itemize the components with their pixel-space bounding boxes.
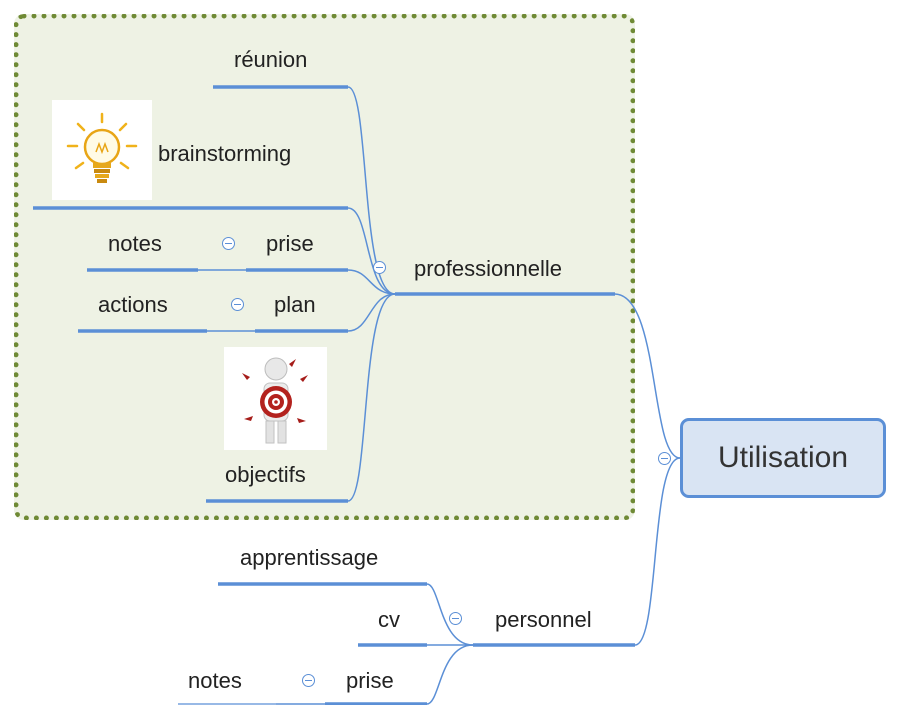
collapse-professionnelle-icon[interactable] — [373, 261, 386, 274]
topic-notes-perso[interactable]: notes — [188, 668, 242, 693]
topic-professionnelle[interactable]: professionnelle — [414, 256, 562, 281]
connector-central-professionnelle — [614, 293, 681, 459]
topic-objectifs[interactable]: objectifs — [225, 462, 306, 487]
connector-pro-objectifs — [347, 293, 396, 502]
central-topic-label: Utilisation — [717, 441, 849, 474]
topic-reunion[interactable]: réunion — [234, 47, 308, 72]
connector-pro-reunion — [347, 86, 396, 295]
topic-prise[interactable]: prise — [266, 231, 314, 256]
topic-cv[interactable]: cv — [378, 607, 400, 632]
topic-personnel[interactable]: personnel — [495, 607, 592, 632]
lightbulb-icon — [52, 100, 152, 200]
target-person-icon — [224, 347, 327, 450]
collapse-prise-perso-icon[interactable] — [302, 674, 315, 687]
collapse-plan-icon[interactable] — [231, 298, 244, 311]
connector-pro-plan — [347, 293, 396, 332]
central-topic[interactable]: Utilisation — [680, 418, 886, 498]
collapse-personnel-icon[interactable] — [449, 612, 462, 625]
collapse-central-icon[interactable] — [658, 452, 671, 465]
connector-pro-prise — [347, 269, 396, 295]
topic-brainstorming[interactable]: brainstorming — [158, 141, 292, 166]
topic-prise-perso[interactable]: prise — [346, 668, 394, 693]
topic-plan[interactable]: plan — [274, 292, 316, 317]
topic-notes[interactable]: notes — [108, 231, 162, 256]
connector-perso-apprentissage — [426, 583, 474, 646]
topic-actions[interactable]: actions — [98, 292, 168, 317]
connector-central-personnel — [634, 457, 681, 646]
collapse-prise-icon[interactable] — [222, 237, 235, 250]
connector-perso-prise — [426, 644, 474, 705]
connector-pro-brainstorming — [347, 207, 396, 295]
topic-apprentissage[interactable]: apprentissage — [240, 545, 379, 570]
